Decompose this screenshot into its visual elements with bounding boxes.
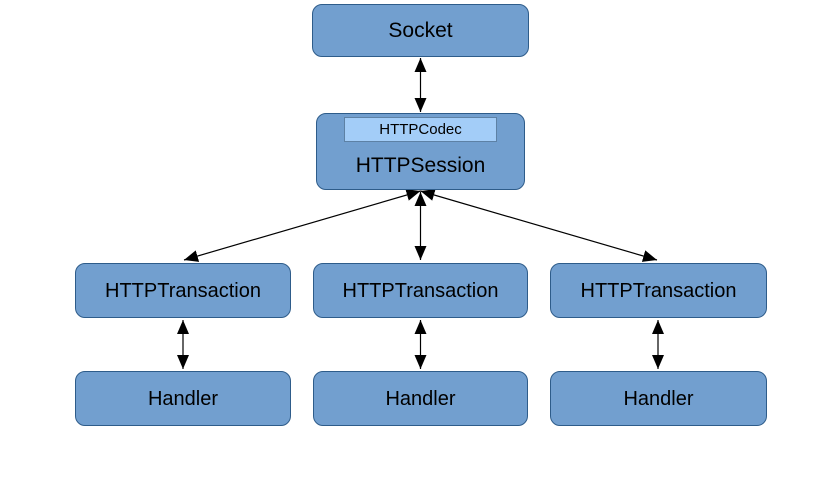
node-handler-3: Handler (550, 371, 767, 426)
node-httpsession: HTTPCodec HTTPSession (316, 113, 525, 190)
node-handler-1: Handler (75, 371, 291, 426)
node-httptransaction-1-label: HTTPTransaction (105, 279, 261, 302)
edge-session-transaction-3 (420, 189, 658, 262)
node-handler-1-label: Handler (147, 387, 219, 410)
node-httpcodec-label: HTTPCodec (379, 121, 462, 138)
node-httptransaction-1: HTTPTransaction (75, 263, 291, 318)
node-handler-2: Handler (313, 371, 528, 426)
node-httptransaction-3-label: HTTPTransaction (580, 279, 737, 302)
node-socket: Socket (312, 4, 529, 57)
node-httpsession-label: HTTPSession (355, 154, 486, 177)
node-httptransaction-2: HTTPTransaction (313, 263, 528, 318)
node-handler-2-label: Handler (385, 387, 456, 410)
node-httptransaction-2-label: HTTPTransaction (342, 279, 499, 302)
node-socket-label: Socket (388, 19, 453, 42)
edge-session-transaction-1 (183, 189, 421, 262)
node-httpcodec: HTTPCodec (344, 117, 497, 142)
node-handler-3-label: Handler (623, 387, 694, 410)
node-httptransaction-3: HTTPTransaction (550, 263, 767, 318)
